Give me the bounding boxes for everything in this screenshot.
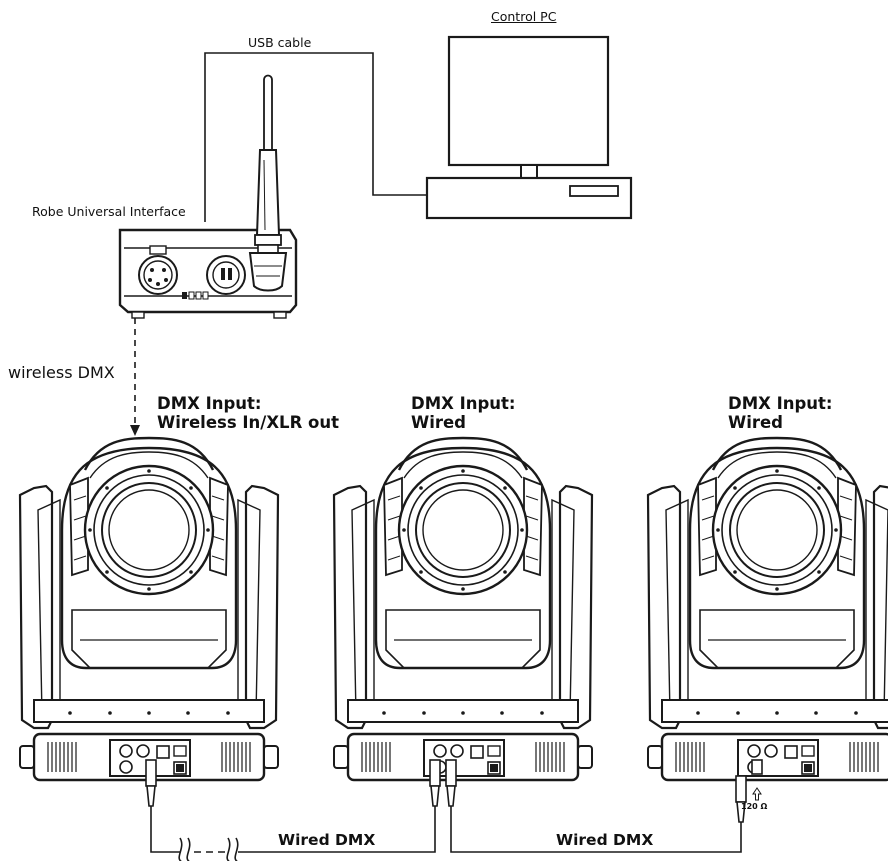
usb-cable-label: USB cable bbox=[248, 35, 312, 50]
control-pc-icon bbox=[425, 35, 633, 220]
antenna-icon bbox=[248, 74, 288, 292]
fixture-3-input-label: DMX Input: bbox=[728, 394, 833, 413]
wireless-arrow-head bbox=[130, 425, 140, 436]
fixture-3-input-value: Wired bbox=[728, 413, 783, 432]
fixture-1-input-label: DMX Input: bbox=[157, 394, 262, 413]
fixture-3-icon bbox=[646, 436, 888, 782]
interface-label: Robe Universal Interface bbox=[32, 204, 186, 219]
wired-dmx-label-1: Wired DMX bbox=[278, 831, 376, 849]
fixture-1-input-value: Wireless In/XLR out bbox=[157, 413, 339, 432]
usb-cable-line bbox=[204, 52, 427, 222]
wired-dmx-cable-1a bbox=[150, 806, 180, 853]
terminator-arrow-icon bbox=[752, 787, 762, 801]
wireless-dmx-label: wireless DMX bbox=[8, 363, 115, 382]
fixture-1-icon bbox=[18, 436, 280, 782]
wired-dmx-label-2: Wired DMX bbox=[556, 831, 654, 849]
wired-dmx-cable-1b bbox=[238, 806, 436, 853]
terminator-label: 120 Ω bbox=[741, 802, 768, 811]
cable-break-icon bbox=[178, 837, 239, 861]
interface-icon bbox=[118, 228, 298, 319]
fixture-2-input-label: DMX Input: bbox=[411, 394, 516, 413]
fixture-2-icon bbox=[332, 436, 594, 782]
xlr-plug-icon bbox=[145, 759, 763, 823]
control-pc-label: Control PC bbox=[491, 9, 557, 24]
wired-dmx-cable-2 bbox=[450, 806, 742, 853]
fixture-2-input-value: Wired bbox=[411, 413, 466, 432]
